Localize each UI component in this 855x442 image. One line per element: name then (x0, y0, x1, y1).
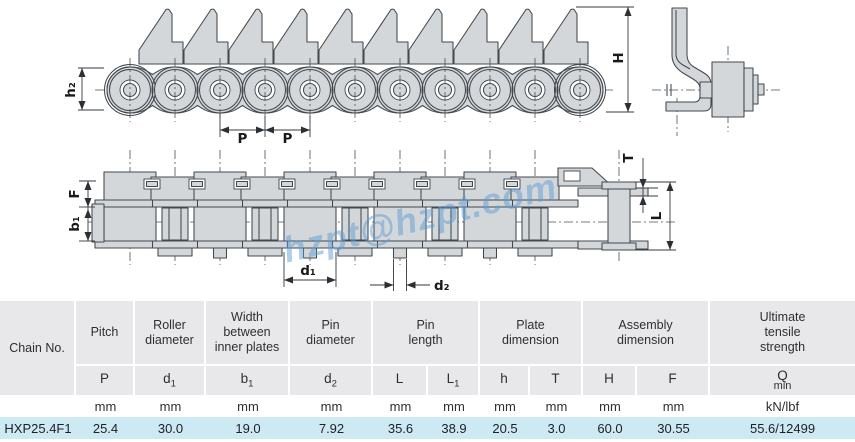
col-group-pin-diameter: Pin diameter (290, 301, 373, 366)
dim-label-T: T (621, 153, 637, 163)
symbol-H: H (583, 366, 638, 395)
dim-label-F: F (67, 189, 83, 198)
value-T: 3.0 (530, 417, 584, 439)
value-d1: 30.0 (135, 417, 206, 439)
unit-Q: kN/lbf (710, 395, 855, 417)
value-F: 30.55 (637, 417, 711, 439)
value-L: 35.6 (373, 417, 428, 439)
value-b1: 19.0 (206, 417, 290, 439)
dim-label-h2: h₂ (63, 82, 79, 98)
value-H: 60.0 (583, 417, 638, 439)
symbol-F: F (637, 366, 711, 395)
value-L1: 38.9 (428, 417, 480, 439)
col-group-width-inner-plates: Width between inner plates (206, 301, 290, 366)
col-group-ultimate-tensile-strength: Ultimate tensile strength (710, 301, 855, 366)
unit-d2: mm (290, 395, 373, 417)
dim-label-d2: d₂ (434, 278, 450, 294)
unit-row: mm mm mm mm mm mm mm mm mm mm kN/lbf (0, 395, 855, 417)
dim-label-b1: b₁ (67, 216, 83, 232)
symbol-P: P (76, 366, 135, 395)
value-h: 20.5 (480, 417, 530, 439)
unit-H: mm (583, 395, 638, 417)
unit-b1: mm (206, 395, 290, 417)
symbol-d2: d2 (290, 366, 373, 395)
dimension-lines (78, 6, 676, 291)
dim-label-L: L (649, 211, 665, 220)
unit-L1: mm (428, 395, 480, 417)
symbol-d1: d1 (135, 366, 206, 395)
value-d2: 7.92 (290, 417, 373, 439)
unit-F: mm (637, 395, 711, 417)
group-header-row: Chain No. Pitch Roller diameter Width be… (0, 301, 855, 395)
symbol-h: h (480, 366, 530, 395)
dim-label-p1: P (238, 131, 248, 147)
spec-table: Chain No. Pitch Roller diameter Width be… (0, 301, 855, 439)
unit-h: mm (480, 395, 530, 417)
unit-p: mm (76, 395, 135, 417)
symbol-b1: b1 (206, 366, 290, 395)
end-view-drawing (652, 7, 780, 136)
symbol-L: L (373, 366, 428, 395)
col-group-roller-diameter: Roller diameter (135, 301, 206, 366)
dim-label-d1: d₁ (300, 263, 316, 279)
chain-technical-drawing: h₂ P P H F b₁ d₁ d₂ T L (63, 6, 780, 294)
unit-T: mm (530, 395, 584, 417)
value-chain-no: HXP25.4F1 (0, 417, 76, 439)
symbol-L1: L1 (428, 366, 480, 395)
chain-no-header: Chain No. (0, 301, 76, 395)
data-row: HXP25.4F1 25.4 30.0 19.0 7.92 35.6 38.9 … (0, 417, 855, 439)
unit-d1: mm (135, 395, 206, 417)
side-view-drawing (95, 8, 613, 122)
unit-chain-no (0, 395, 76, 417)
col-group-plate-dimension: Plate dimension (480, 301, 584, 366)
dim-label-H: H (611, 52, 627, 63)
unit-L: mm (373, 395, 428, 417)
col-group-pitch: Pitch (76, 301, 135, 366)
value-Q: 55.6/12499 (710, 417, 855, 439)
col-group-assembly-dimension: Assembly dimension (583, 301, 711, 366)
value-p: 25.4 (76, 417, 135, 439)
roller-end-view (711, 61, 745, 118)
symbol-T: T (530, 366, 584, 395)
col-group-pin-length: Pin length (373, 301, 480, 366)
dim-label-p2: P (283, 131, 293, 147)
plan-view-drawing (88, 150, 676, 265)
